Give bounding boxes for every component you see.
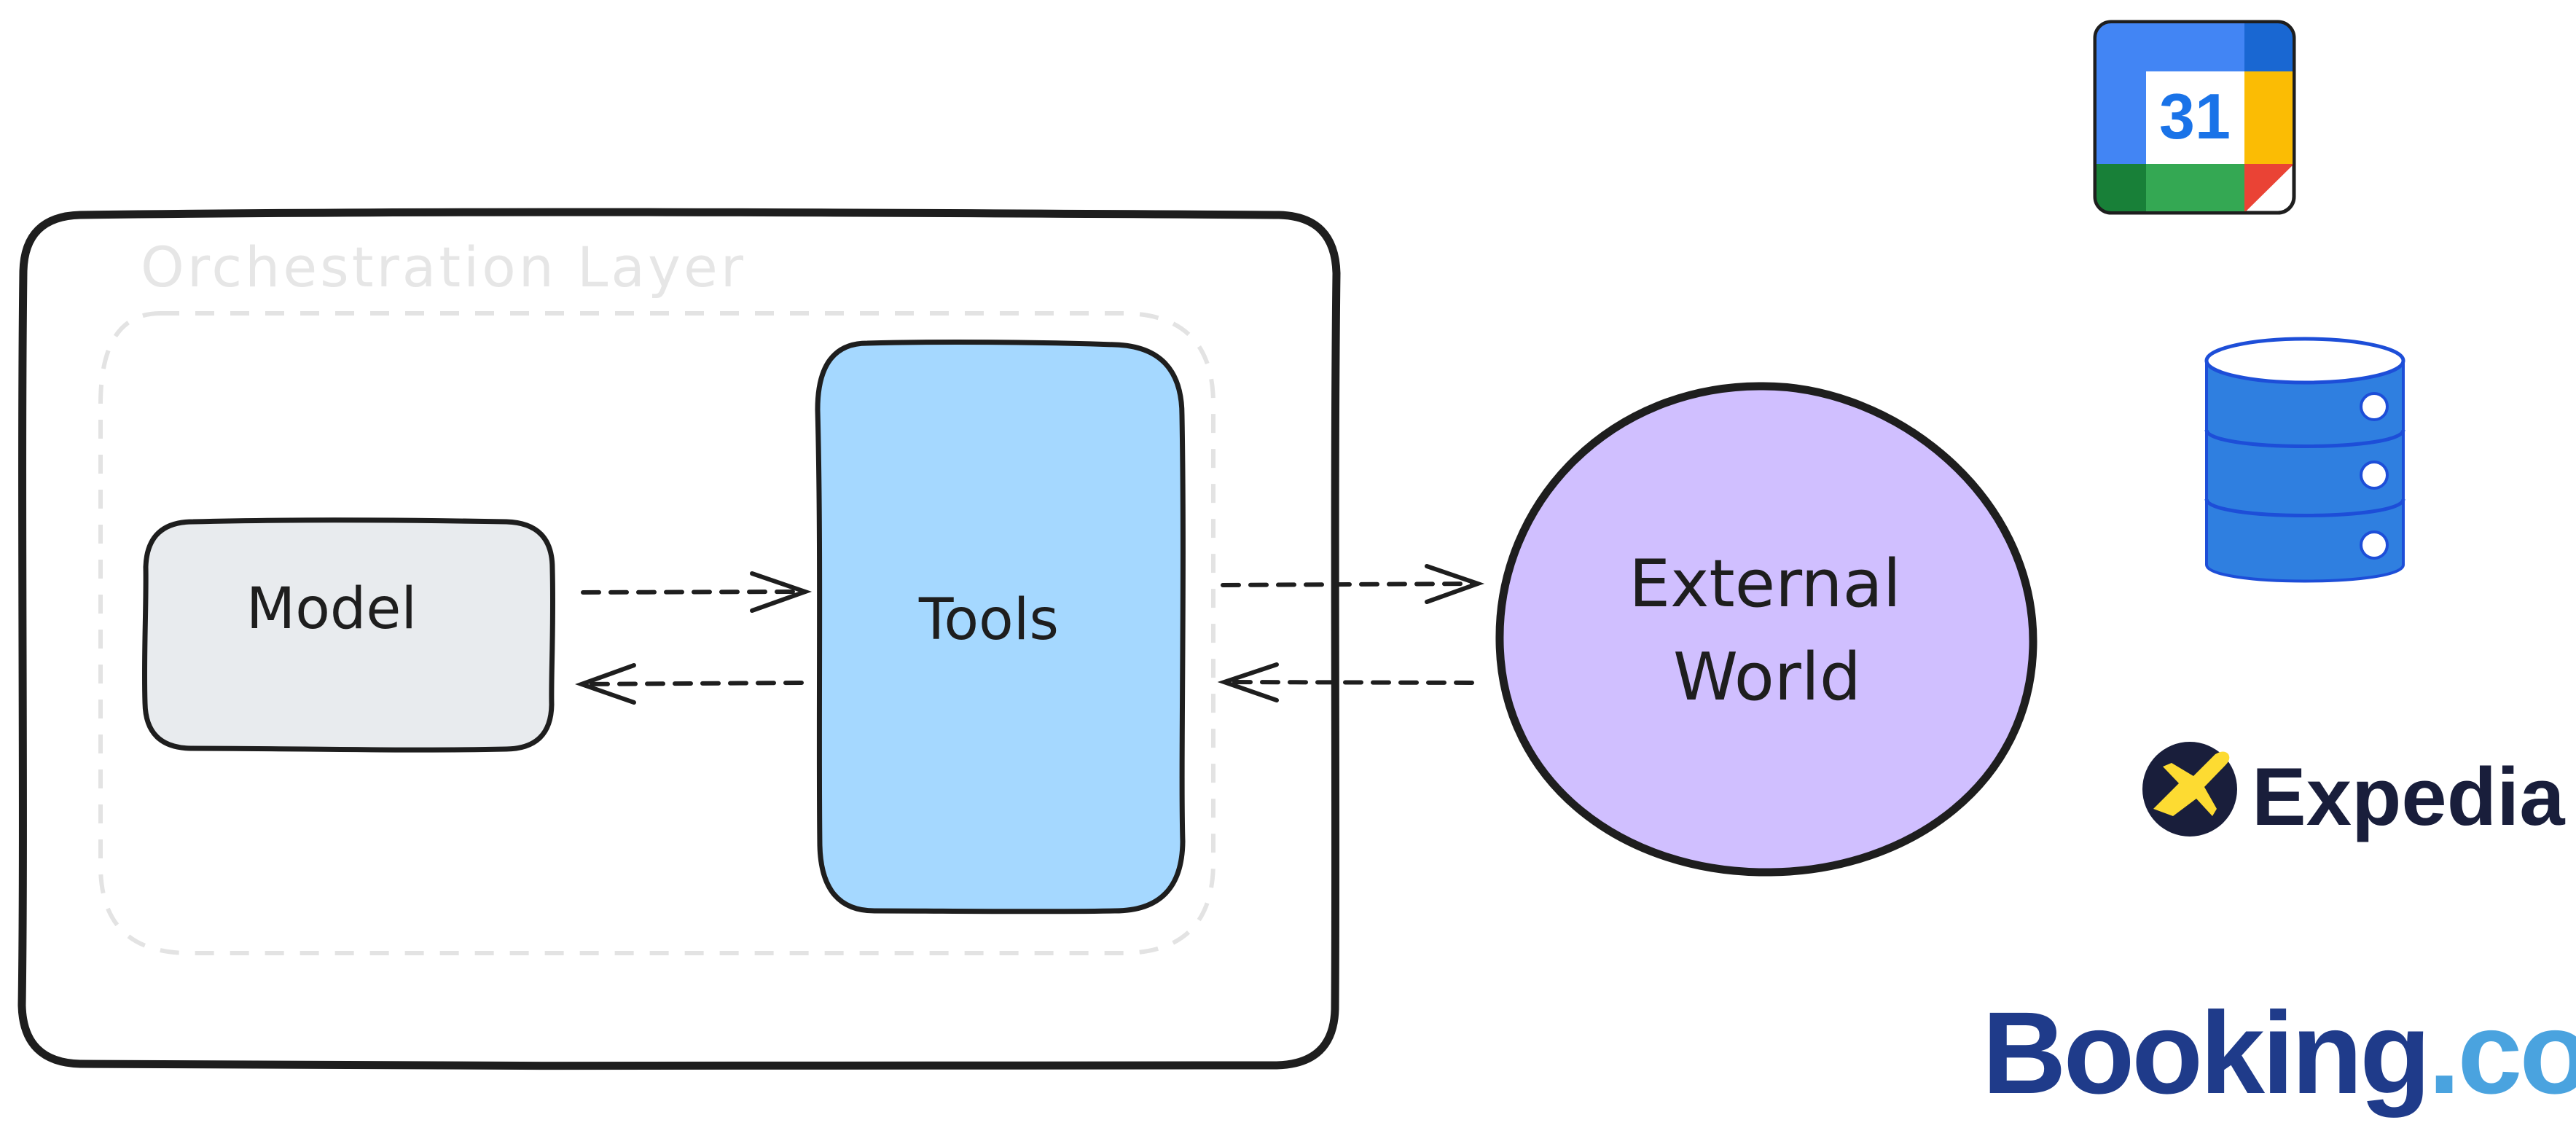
database-icon (2204, 337, 2405, 583)
booking-name: Booking (1982, 987, 2428, 1118)
calendar-day-number: 31 (2159, 80, 2231, 152)
orchestration-layer-label: Orchestration Layer (141, 235, 746, 299)
booking-logo: Booking.com (1982, 987, 2576, 1118)
tools-label: Tools (918, 587, 1059, 653)
expedia-wordmark: Expedia (2252, 751, 2565, 842)
expedia-logo: Expedia (2142, 742, 2565, 842)
booking-wordmark: Booking.com (1982, 987, 2576, 1118)
google-calendar-icon: 31 (2093, 20, 2296, 215)
arrow-model-to-tools (581, 571, 813, 613)
model-box (141, 517, 556, 753)
arrow-tools-to-model (575, 663, 804, 705)
external-world-label-line1: External (1629, 546, 1900, 622)
model-label: Model (246, 576, 417, 642)
arrow-external-to-tools (1217, 662, 1474, 702)
booking-tld: .com (2428, 987, 2576, 1118)
external-world-label-line2: World (1673, 639, 1861, 716)
external-world-circle (1495, 382, 2037, 877)
arrow-tools-to-external (1221, 564, 1485, 604)
orchestration-group-border (98, 311, 1215, 955)
tools-box (815, 340, 1186, 914)
expedia-logo-icon (2142, 742, 2237, 837)
